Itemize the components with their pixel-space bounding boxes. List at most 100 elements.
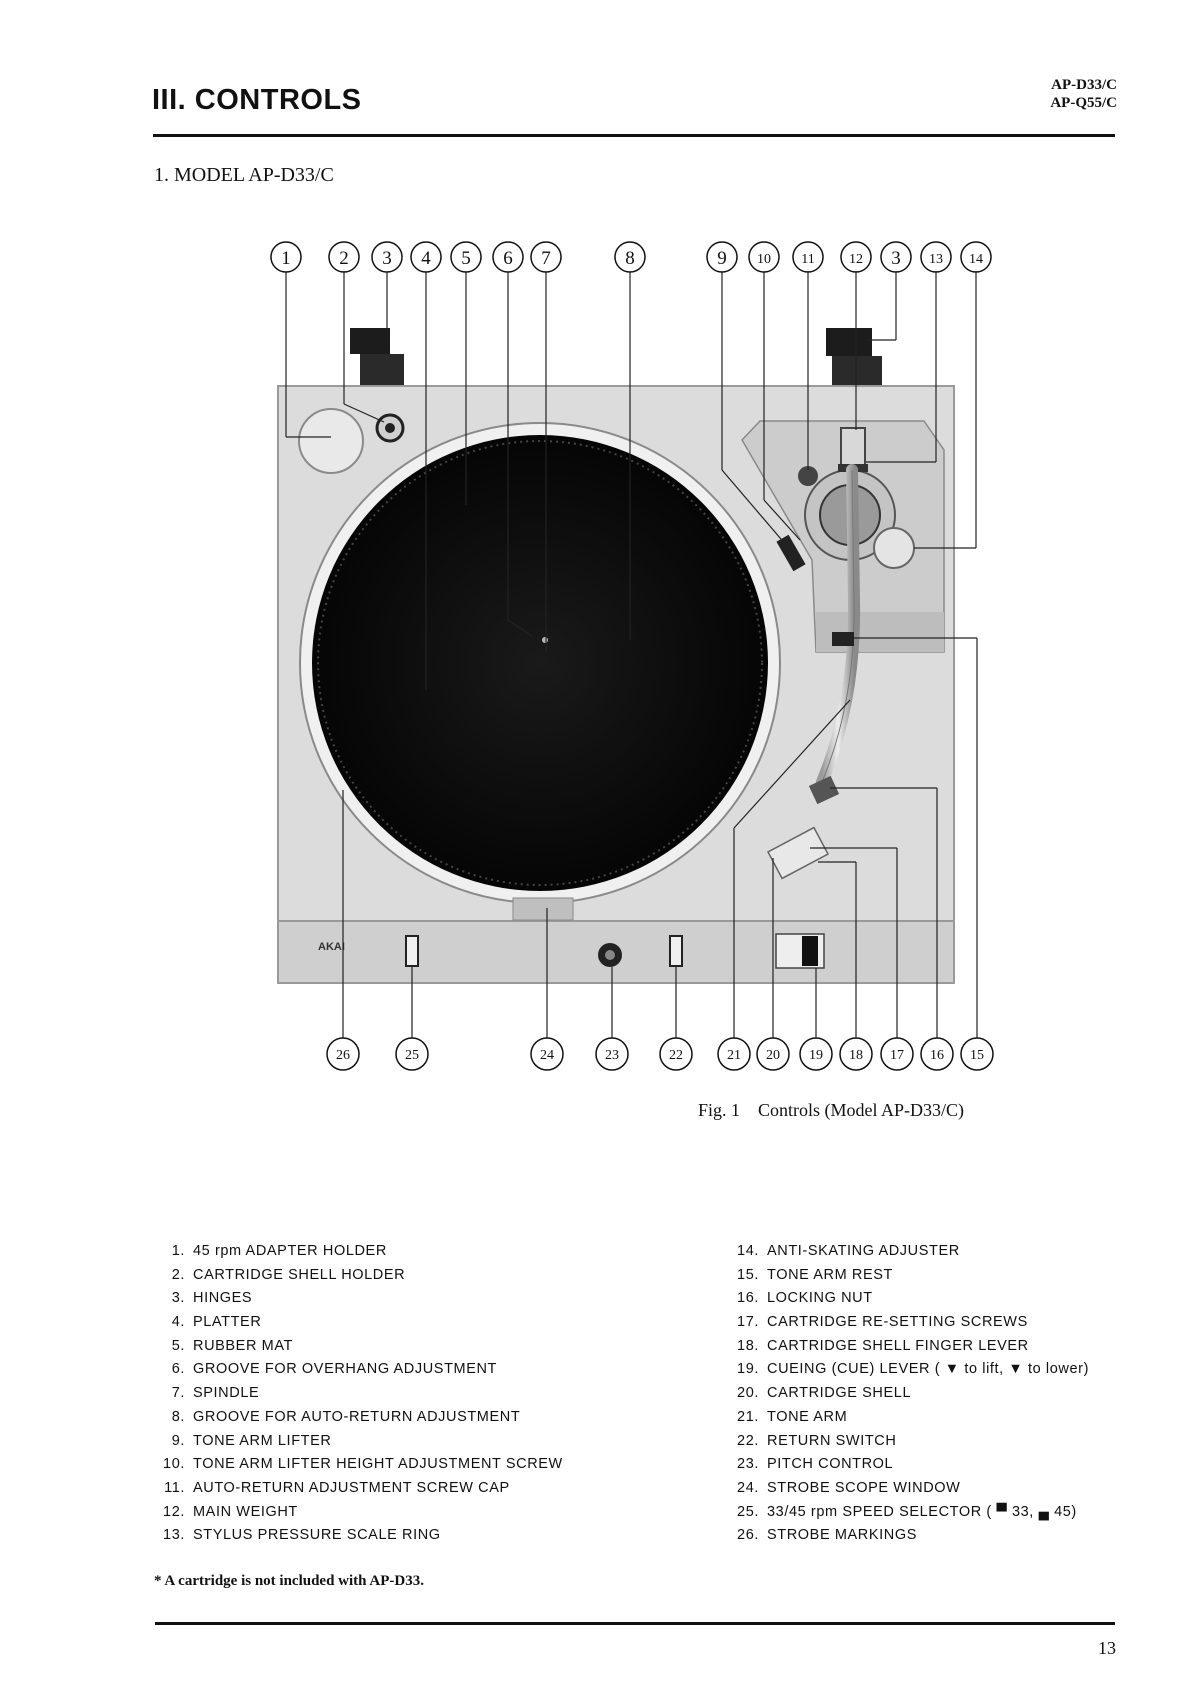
legend-item: 17.CARTRIDGE RE-SETTING SCREWS — [737, 1314, 1028, 1331]
svg-text:19: 19 — [809, 1048, 823, 1063]
legend-item: 16.LOCKING NUT — [737, 1290, 873, 1307]
legend-item: 11.AUTO-RETURN ADJUSTMENT SCREW CAP — [164, 1479, 510, 1496]
callout-2: 2 — [328, 241, 360, 273]
callout-14: 14 — [960, 241, 992, 273]
hinge-right — [826, 328, 882, 388]
legend-item: 5.RUBBER MAT — [171, 1337, 293, 1354]
footer-rule — [155, 1622, 1115, 1625]
svg-text:1: 1 — [281, 248, 291, 269]
cartridge-shell — [766, 826, 830, 880]
legend-item: 15.TONE ARM REST — [737, 1266, 893, 1283]
legend-item: 24.STROBE SCOPE WINDOW — [737, 1479, 961, 1496]
callout-26: 26 — [326, 1037, 360, 1071]
legend-item: 18.CARTRIDGE SHELL FINGER LEVER — [737, 1337, 1029, 1354]
svg-text:6: 6 — [503, 248, 513, 269]
legend-left: 1.45 rpm ADAPTER HOLDER 2.CARTRIDGE SHEL… — [148, 1240, 708, 1548]
svg-text:18: 18 — [849, 1048, 863, 1063]
svg-text:3: 3 — [382, 248, 392, 269]
speed-selector — [405, 935, 419, 967]
svg-text:23: 23 — [605, 1048, 619, 1063]
spindle — [542, 637, 548, 643]
callouts-bottom: 26 25 24 23 22 21 20 19 18 17 16 15 — [326, 1037, 994, 1071]
svg-text:21: 21 — [727, 1048, 741, 1063]
callout-10: 10 — [748, 241, 780, 273]
svg-text:17: 17 — [890, 1048, 904, 1063]
callout-21: 21 — [717, 1037, 751, 1071]
svg-text:9: 9 — [717, 248, 727, 269]
akai-logo: AKAI — [318, 941, 345, 953]
legend-item: 26.STROBE MARKINGS — [737, 1527, 917, 1544]
callout-13: 13 — [920, 241, 952, 273]
svg-text:13: 13 — [929, 252, 943, 267]
legend-item: 25.33/45 rpm SPEED SELECTOR ( ▀ 33, ▄ 45… — [737, 1503, 1077, 1520]
legend-right: 14.ANTI-SKATING ADJUSTER 15.TONE ARM RES… — [722, 1240, 1122, 1548]
legend-item: 22.RETURN SWITCH — [737, 1432, 897, 1449]
callout-22: 22 — [659, 1037, 693, 1071]
legend-item: 13.STYLUS PRESSURE SCALE RING — [163, 1527, 441, 1544]
legend-item: 14.ANTI-SKATING ADJUSTER — [737, 1243, 960, 1259]
svg-text:8: 8 — [625, 248, 635, 269]
callout-15: 15 — [960, 1037, 994, 1071]
legend-item: 12.MAIN WEIGHT — [163, 1503, 298, 1520]
model-codes: AP-D33/C AP-Q55/C — [1050, 76, 1117, 112]
svg-text:24: 24 — [540, 1048, 554, 1063]
callout-7: 7 — [530, 241, 562, 273]
legend-item: 19.CUEING (CUE) LEVER ( ▼ to lift, ▼ to … — [737, 1361, 1089, 1378]
svg-text:12: 12 — [849, 252, 863, 267]
locking-nut — [808, 775, 840, 805]
svg-text:14: 14 — [969, 252, 983, 267]
main-weight — [840, 427, 866, 469]
callouts-top: 1 2 3 4 5 6 7 8 9 10 11 12 3 13 14 — [270, 241, 992, 273]
svg-text:20: 20 — [766, 1048, 780, 1063]
figure-caption: Fig. 1 Controls (Model AP-D33/C) — [698, 1100, 965, 1120]
auto-return-screw-cap — [798, 466, 818, 486]
svg-text:15: 15 — [970, 1048, 984, 1063]
model-code-2: AP-Q55/C — [1050, 95, 1117, 111]
callout-6: 6 — [492, 241, 524, 273]
svg-text:5: 5 — [461, 248, 471, 269]
page-number: 13 — [1098, 1638, 1116, 1658]
callout-16: 16 — [920, 1037, 954, 1071]
tone-arm-rest — [832, 632, 854, 646]
model-code-1: AP-D33/C — [1051, 77, 1117, 93]
svg-text:11: 11 — [801, 252, 814, 267]
callout-19: 19 — [799, 1037, 833, 1071]
callout-11: 11 — [792, 241, 824, 273]
legend-item: 1.45 rpm ADAPTER HOLDER — [171, 1243, 387, 1259]
legend-item: 2.CARTRIDGE SHELL HOLDER — [171, 1266, 406, 1283]
callout-24: 24 — [530, 1037, 564, 1071]
strobe-window — [512, 897, 574, 921]
legend-item: 3.HINGES — [171, 1290, 253, 1307]
svg-text:22: 22 — [669, 1048, 683, 1063]
legend-item: 21.TONE ARM — [737, 1408, 848, 1425]
callout-5: 5 — [450, 241, 482, 273]
callout-8: 8 — [614, 241, 646, 273]
svg-text:10: 10 — [757, 252, 771, 267]
legend-item: 20.CARTRIDGE SHELL — [737, 1385, 912, 1402]
rubber-mat — [312, 435, 768, 891]
legend-item: 6.GROOVE FOR OVERHANG ADJUSTMENT — [171, 1361, 497, 1378]
svg-text:3: 3 — [891, 248, 901, 269]
arm-lifter — [776, 534, 806, 572]
adapter-holder — [298, 408, 364, 474]
footnote: * A cartridge is not included with AP-D3… — [154, 1573, 425, 1589]
svg-text:26: 26 — [336, 1048, 350, 1063]
svg-text:25: 25 — [405, 1048, 419, 1063]
svg-text:4: 4 — [421, 248, 431, 269]
callout-25: 25 — [395, 1037, 429, 1071]
callout-18: 18 — [839, 1037, 873, 1071]
callout-9: 9 — [706, 241, 738, 273]
callout-4: 4 — [410, 241, 442, 273]
svg-text:7: 7 — [541, 248, 551, 269]
callout-23: 23 — [595, 1037, 629, 1071]
callout-3b: 3 — [880, 241, 912, 273]
legend-item: 23.PITCH CONTROL — [737, 1456, 894, 1473]
legend-item: 8.GROOVE FOR AUTO-RETURN ADJUSTMENT — [171, 1408, 521, 1425]
callout-12: 12 — [840, 241, 872, 273]
legend-item: 9.TONE ARM LIFTER — [171, 1432, 332, 1449]
svg-text:2: 2 — [339, 248, 349, 269]
section-title: III. CONTROLS — [152, 84, 362, 116]
callout-20: 20 — [756, 1037, 790, 1071]
